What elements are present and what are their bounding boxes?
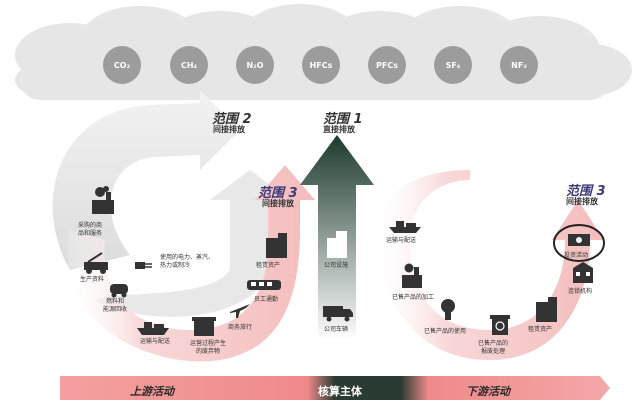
lightbulb-icon (441, 299, 455, 320)
scope3-upstream-arc (67, 165, 316, 362)
fuel-cart-icon (110, 284, 128, 298)
airplane-icon (230, 304, 250, 318)
band-reporting-label: 核算主体 (318, 385, 362, 398)
waste-bin-icon (192, 317, 216, 336)
label-commuting: 员工通勤 (254, 296, 279, 303)
label-franchises: 连锁机构 (568, 288, 593, 295)
label-business-travel: 商务旅行 (228, 324, 253, 331)
gas-ch4: CH₄ (170, 46, 208, 84)
label-end-of-life: 已售产品的 报废处理 (478, 340, 509, 355)
label-capital-goods: 生产资料 (80, 276, 105, 283)
factory-icon (92, 186, 114, 214)
scope2-subtitle: 间接排放 (213, 125, 245, 134)
scope3-upstream-subtitle: 间接排放 (262, 199, 294, 208)
downstream-ship-icon (389, 221, 421, 233)
gas-nf3: NF₃ (500, 46, 538, 84)
label-fuel-energy: 燃料和 能源回收 (103, 298, 128, 313)
label-upstream-transport: 运输与配送 (140, 338, 171, 345)
band-downstream-label: 下游活动 (466, 385, 510, 398)
label-use: 已售产品的使用 (424, 328, 467, 335)
office-building-icon (327, 231, 347, 258)
gas-co2: CO₂ (103, 46, 141, 84)
franchise-store-icon (573, 262, 593, 283)
scope3-downstream-subtitle: 间接排放 (566, 197, 598, 206)
gas-sf6: SF₆ (434, 46, 472, 84)
cargo-ship-icon (137, 322, 169, 335)
label-processing: 已售产品的加工 (392, 294, 435, 301)
label-downstream-transport: 运输与配送 (386, 237, 417, 244)
train-icon (247, 280, 281, 290)
scope3-downstream-title: 范围 3 (566, 184, 606, 199)
scope1-title: 范围 1 (323, 112, 363, 127)
downstream-factory-icon (402, 263, 422, 288)
label-facilities: 公司设施 (324, 262, 349, 269)
crane-truck-icon (84, 252, 108, 274)
gas-hfcs: HFCs (302, 46, 340, 84)
plug-icon (135, 262, 152, 269)
scope2-arc (52, 90, 241, 270)
scope2-title: 范围 2 (212, 112, 252, 127)
label-electricity: 使用的电力、蒸汽、 热力或制冷 (160, 254, 215, 269)
scope1-subtitle: 直接排放 (323, 125, 355, 134)
downstream-building-icon (536, 297, 557, 322)
gas-n2o: N₂O (236, 46, 274, 84)
gas-pfcs: PFCs (368, 46, 406, 84)
label-upstream-leased-assets: 租赁资产 (256, 262, 281, 269)
label-purchased-goods: 采购的商 品和服务 (78, 222, 103, 237)
label-vehicles: 公司车辆 (324, 326, 349, 333)
band-upstream-label: 上游活动 (130, 385, 174, 398)
delivery-truck-icon (323, 306, 353, 322)
label-investments: 投资活动 (564, 252, 589, 259)
building-icon (266, 233, 287, 258)
scope3-upstream-title: 范围 3 (258, 186, 298, 201)
recycle-bin-icon (490, 315, 510, 335)
activity-band (60, 376, 610, 400)
investment-money-icon (553, 224, 605, 262)
label-downstream-leased-assets: 租赁资产 (528, 326, 553, 333)
label-waste: 运营过程产生 的废弃物 (190, 340, 227, 355)
